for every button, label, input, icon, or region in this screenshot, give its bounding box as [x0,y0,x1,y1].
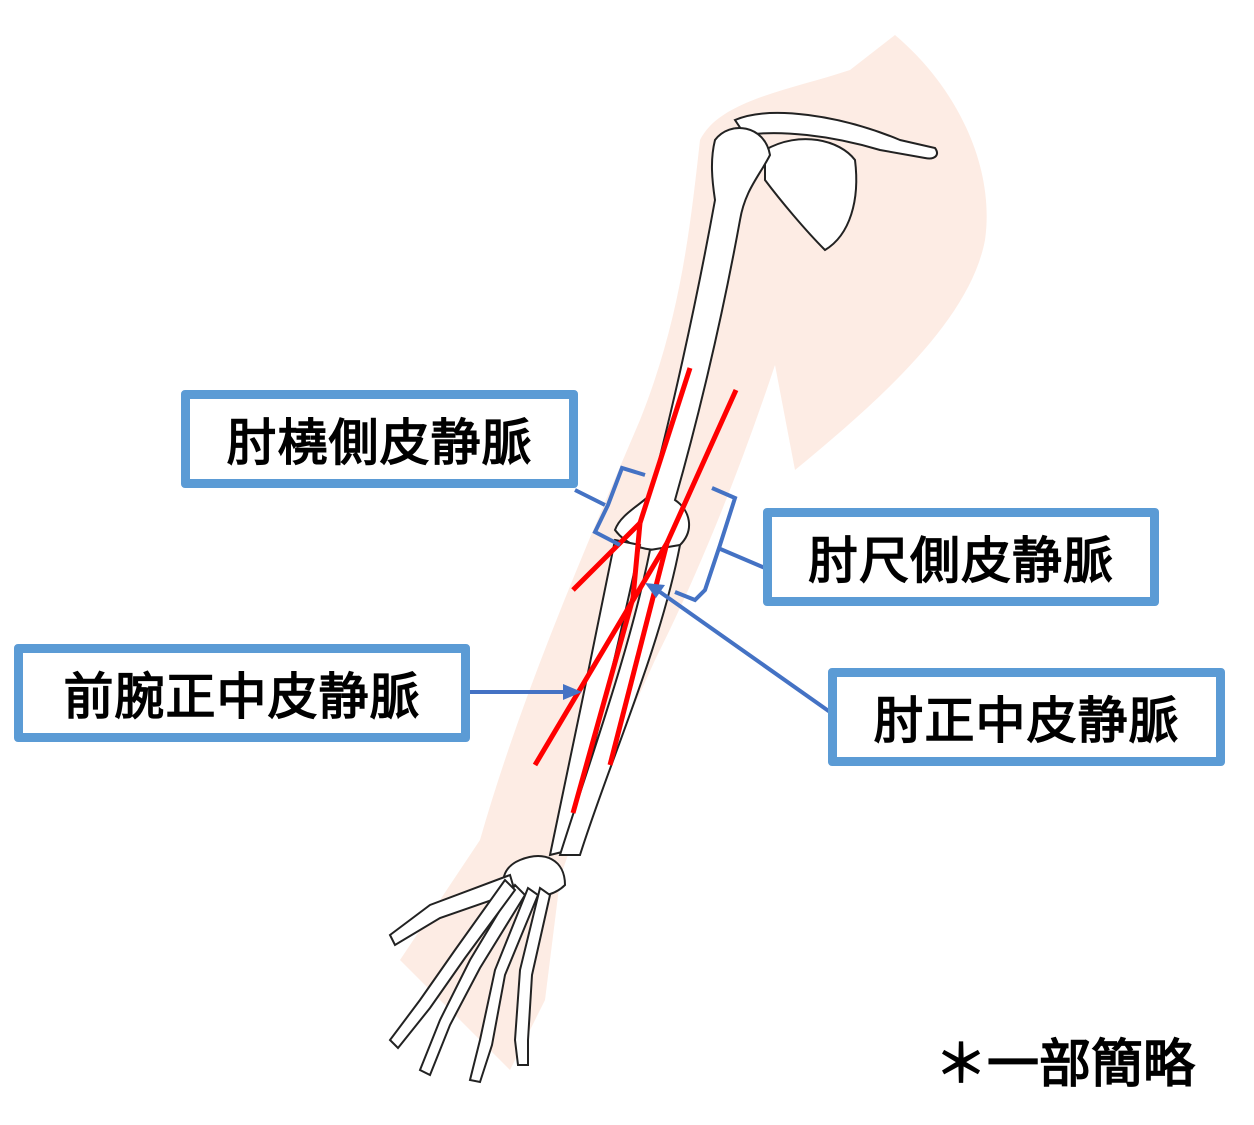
finger [513,886,552,1066]
label-median-cubital-vein: 肘正中皮静脈 [828,668,1225,766]
label-median-antebrachial-vein: 前腕正中皮静脈 [14,644,470,742]
median-cubital-link [630,522,643,599]
median-cubital-arrowhead [645,583,665,598]
ulna [558,543,682,856]
skeleton [388,112,938,1084]
basilic-vein-upper [664,388,739,545]
scapula [764,138,858,252]
basilic-vein-forearm [607,542,670,766]
cephalic-bracket [574,465,646,547]
finger [388,878,517,1050]
median-antebrachial-vein [532,541,670,767]
skin-silhouette [400,35,987,1070]
pointers [470,465,832,714]
finger [418,883,527,1077]
clavicle [733,112,938,160]
cephalic-vein-upper [637,367,693,524]
finger [468,886,540,1084]
median-cubital-arrow-line [658,590,832,714]
cephalic-vein-forearm [570,597,636,814]
simplification-note: ＊一部簡略 [935,1035,1196,1095]
veins [532,367,739,814]
label-cephalic-vein: 肘橈側皮静脈 [181,390,578,488]
median-antebrachial-arrowhead [563,684,582,700]
fingers [388,873,552,1084]
cephalic-vein-branch [571,521,642,592]
label-basilic-vein: 肘尺側皮静脈 [763,508,1159,606]
basilic-bracket [674,486,766,603]
